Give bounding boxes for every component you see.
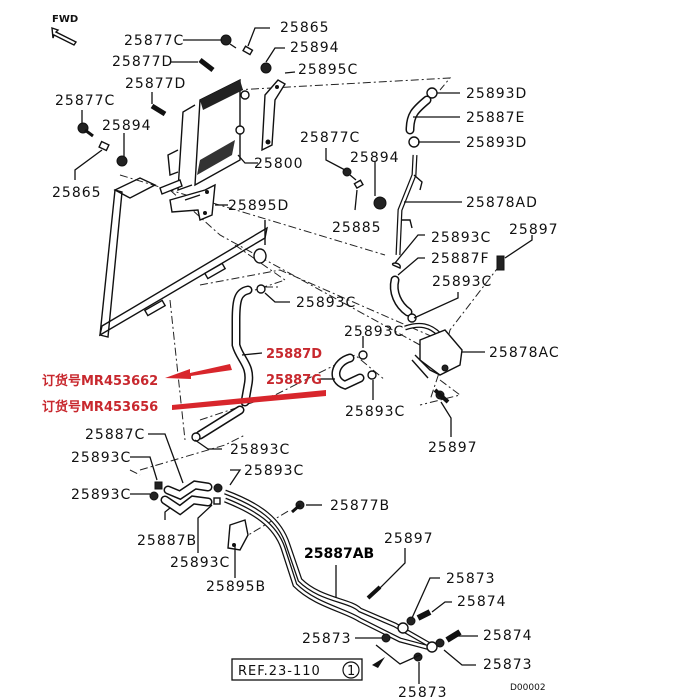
part-label-25887AB: 25887AB [304,546,374,562]
part-label-25865: 25865 [280,20,330,36]
part-label-25893C: 25893C [170,555,230,571]
radiator-frame [98,177,268,338]
part-label-25877B: 25877B [330,498,390,514]
fwd-label: FWD [52,14,78,25]
part-label-25865: 25865 [52,185,102,201]
part-label-25887E: 25887E [466,110,525,126]
part-label-25893C: 25893C [230,442,290,458]
order-number-MR453662: 订货号MR453662 [42,373,158,389]
red-arrow-1-icon [165,364,232,379]
hose-25887G [331,350,377,390]
fwd-arrow-icon [51,26,78,46]
part-label-25893C: 25893C [296,295,356,311]
part-label-25893C: 25893C [71,487,131,503]
hose-25887D [191,284,266,442]
oil-cooler-25800 [159,78,250,195]
nut-25865-top [242,45,254,56]
part-label-25897: 25897 [428,440,478,456]
grommet-25894-left [116,155,128,167]
order-number-MR453656: 订货号MR453656 [42,399,158,415]
bottom-left-hoses [149,480,462,668]
part-label-25895B: 25895B [206,579,266,595]
part-label-25895C: 25895C [298,62,358,78]
part-label-25877C: 25877C [300,130,360,146]
part-label-25894: 25894 [350,150,400,166]
fwd-indicator: FWD [51,14,78,46]
part-label-25873: 25873 [483,657,533,673]
reference-box[interactable]: REF.23-110 1 [231,658,363,681]
leader-lines [74,27,533,684]
part-label-25897: 25897 [509,222,559,238]
part-label-25893D: 25893D [466,135,527,151]
part-label-25893D: 25893D [466,86,527,102]
part-label-25887D: 25887D [266,347,322,362]
red-arrow-2-icon [172,390,326,410]
part-label-25873: 25873 [446,571,496,587]
ref-arrow-icon [372,657,385,668]
part-label-25893C: 25893C [71,450,131,466]
reference-circle-number: 1 [347,664,356,679]
part-label-25877D: 25877D [125,76,186,92]
bolt-25877D-b [150,103,167,117]
nut-25865-left [98,140,110,152]
part-label-25897: 25897 [384,531,434,547]
part-label-25873: 25873 [398,685,448,700]
part-label-25887F: 25887F [431,251,490,267]
reference-label: REF.23-110 [238,664,321,679]
part-label-25893C: 25893C [344,324,404,340]
part-label-25893C: 25893C [432,274,492,290]
bracket-25895D [169,183,216,221]
part-label-25893C: 25893C [431,230,491,246]
part-label-25885: 25885 [332,220,382,236]
part-label-25895D: 25895D [228,198,289,214]
part-label-25887C: 25887C [85,427,145,443]
part-label-25894: 25894 [102,118,152,134]
part-label-25877C: 25877C [124,33,184,49]
part-label-25894: 25894 [290,40,340,56]
order-arrows [165,364,326,410]
part-label-25878AC: 25878AC [489,345,560,361]
part-label-25878AD: 25878AD [466,195,538,211]
diagram-code: D00002 [510,683,546,693]
part-label-25893C: 25893C [244,463,304,479]
part-label-25887B: 25887B [137,533,197,549]
part-label-25873: 25873 [302,631,352,647]
part-label-25800: 25800 [254,156,304,172]
part-label-25874: 25874 [457,594,507,610]
bracket-25895C [261,79,286,152]
bolt-25877D-a [198,58,215,72]
part-labels: 25877C 25865 25894 25877D 25895C 25877D … [42,20,560,700]
right-pipe-assembly [342,87,505,404]
bolt-25877C-top [220,34,237,49]
part-label-25874: 25874 [483,628,533,644]
bolt-25877C-left [77,122,94,138]
part-label-25877D: 25877D [112,54,173,70]
part-label-25887G: 25887G [266,373,322,388]
grommet-25894-top [260,62,272,74]
part-label-25893C: 25893C [345,404,405,420]
part-label-25877C: 25877C [55,93,115,109]
